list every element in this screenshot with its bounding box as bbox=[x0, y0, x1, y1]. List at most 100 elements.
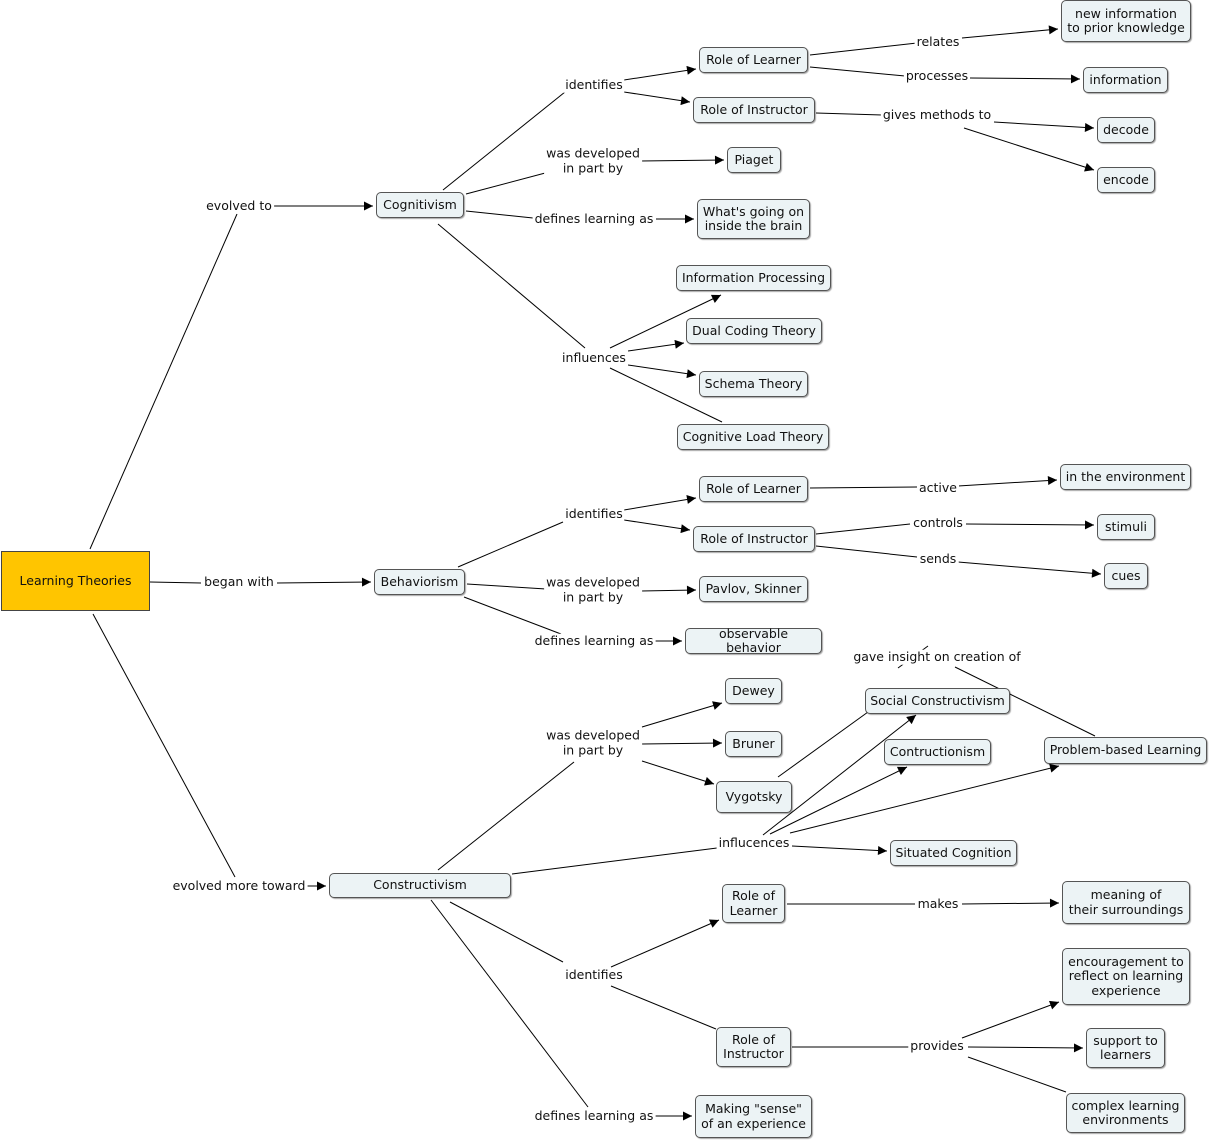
connector-arrow bbox=[969, 74, 1081, 84]
connector-arrow bbox=[627, 339, 685, 352]
node-problem-based-learning[interactable]: Problem-based Learning bbox=[1044, 737, 1207, 764]
connector-line bbox=[777, 711, 869, 778]
connector-arrow bbox=[623, 65, 697, 81]
link-provides: provides bbox=[908, 1037, 966, 1054]
connector-line bbox=[449, 901, 564, 963]
connector-line bbox=[463, 596, 562, 635]
node-pavlov-skinner[interactable]: Pavlov, Skinner bbox=[699, 576, 808, 602]
node-complex-learning-environments[interactable]: complex learning environments bbox=[1066, 1093, 1185, 1133]
node-vygotsky[interactable]: Vygotsky bbox=[716, 781, 792, 813]
node-cog-role-of-instructor[interactable]: Role of Instructor bbox=[693, 97, 815, 123]
node-making-sense[interactable]: Making "sense" of an experience bbox=[695, 1095, 812, 1138]
node-new-information[interactable]: new information to prior knowledge bbox=[1061, 0, 1191, 42]
link-cog-developed: was developed in part by bbox=[544, 145, 642, 176]
node-contructionism[interactable]: Contructionism bbox=[884, 739, 991, 765]
link-active: active bbox=[917, 479, 959, 496]
node-information[interactable]: information bbox=[1083, 67, 1168, 93]
connector-arrow bbox=[791, 845, 888, 856]
node-cognitive-load-theory[interactable]: Cognitive Load Theory bbox=[677, 424, 829, 450]
connector-line bbox=[954, 666, 1096, 737]
node-encouragement-to-reflect[interactable]: encouragement to reflect on learning exp… bbox=[1062, 948, 1190, 1005]
connector-arrow bbox=[961, 25, 1059, 39]
node-constructivism[interactable]: Constructivism bbox=[329, 873, 511, 898]
link-evolved-to: evolved to bbox=[204, 197, 274, 214]
connector-line bbox=[967, 1056, 1067, 1093]
connector-line bbox=[815, 545, 918, 558]
node-information-processing[interactable]: Information Processing bbox=[676, 265, 831, 291]
connector-arrow bbox=[623, 91, 691, 106]
connector-line bbox=[89, 213, 238, 550]
node-beh-role-of-instructor[interactable]: Role of Instructor bbox=[693, 526, 815, 552]
link-makes: makes bbox=[915, 895, 961, 912]
link-influcences: influcences bbox=[716, 834, 792, 851]
link-controls: controls bbox=[911, 514, 965, 531]
connector-arrow bbox=[641, 738, 723, 748]
node-dual-coding-theory[interactable]: Dual Coding Theory bbox=[686, 318, 822, 344]
connector-line bbox=[466, 583, 547, 590]
node-observable-behavior[interactable]: observable behavior bbox=[685, 626, 822, 655]
node-meaning-of-surroundings[interactable]: meaning of their surroundings bbox=[1062, 881, 1190, 924]
connector-arrow bbox=[961, 898, 1060, 908]
connector-line bbox=[92, 613, 236, 878]
connector-line bbox=[511, 847, 718, 875]
node-con-role-of-instructor[interactable]: Role of Instructor bbox=[716, 1027, 791, 1067]
link-relates: relates bbox=[914, 33, 962, 50]
node-con-role-of-learner[interactable]: Role of Learner bbox=[722, 884, 785, 923]
link-gave-insight: gave insight on creation of bbox=[851, 648, 1023, 665]
link-con-identifies: identifies bbox=[563, 966, 625, 983]
connector-line bbox=[437, 761, 575, 871]
node-stimuli[interactable]: stimuli bbox=[1097, 514, 1155, 540]
node-learning-theories[interactable]: Learning Theories bbox=[1, 551, 150, 611]
connector-arrow bbox=[623, 495, 697, 511]
node-decode[interactable]: decode bbox=[1097, 117, 1155, 143]
connector-line bbox=[809, 42, 918, 56]
node-beh-role-of-learner[interactable]: Role of Learner bbox=[699, 476, 808, 502]
connector-arrow bbox=[769, 766, 908, 835]
node-schema-theory[interactable]: Schema Theory bbox=[699, 371, 808, 397]
connector-arrow bbox=[762, 714, 917, 836]
connector-line bbox=[430, 899, 589, 1108]
link-cog-identifies: identifies bbox=[563, 76, 625, 93]
connector-arrow bbox=[957, 476, 1058, 487]
node-dewey[interactable]: Dewey bbox=[725, 678, 782, 704]
link-cog-defines: defines learning as bbox=[532, 210, 656, 227]
connector-arrow bbox=[961, 1000, 1060, 1039]
connector-line bbox=[465, 210, 534, 219]
node-in-the-environment[interactable]: in the environment bbox=[1060, 464, 1191, 490]
node-social-constructivism[interactable]: Social Constructivism bbox=[865, 688, 1010, 714]
connector-line bbox=[465, 171, 550, 195]
link-sends: sends bbox=[917, 550, 959, 567]
node-encode[interactable]: encode bbox=[1097, 167, 1155, 193]
node-cognitivism[interactable]: Cognitivism bbox=[376, 192, 464, 218]
connector-line bbox=[609, 367, 723, 423]
connector-arrow bbox=[627, 364, 697, 379]
connector-arrow bbox=[963, 127, 1095, 172]
connector-arrow bbox=[957, 561, 1102, 578]
connector-arrow bbox=[610, 919, 720, 968]
connector-arrow bbox=[639, 155, 725, 165]
node-piaget[interactable]: Piaget bbox=[727, 147, 781, 173]
connector-line bbox=[809, 66, 906, 77]
node-inside-the-brain[interactable]: What's going on inside the brain bbox=[697, 199, 810, 239]
connector-arrow bbox=[276, 577, 372, 587]
link-gives-methods-to: gives methods to bbox=[880, 106, 994, 123]
connector-arrow bbox=[640, 585, 697, 595]
connector-line bbox=[457, 521, 564, 568]
node-situated-cognition[interactable]: Situated Cognition bbox=[890, 840, 1017, 866]
connector-arrow bbox=[641, 760, 715, 786]
node-cog-role-of-learner[interactable]: Role of Learner bbox=[699, 47, 808, 73]
link-cog-influences: influences bbox=[560, 349, 628, 366]
link-processes: processes bbox=[903, 67, 971, 84]
connector-line bbox=[809, 486, 918, 489]
node-behaviorism[interactable]: Behaviorism bbox=[374, 569, 465, 595]
node-cues[interactable]: cues bbox=[1104, 563, 1148, 589]
connector-line bbox=[815, 112, 883, 116]
link-beh-defines: defines learning as bbox=[532, 632, 656, 649]
connector-arrow bbox=[623, 519, 691, 534]
node-support-to-learners[interactable]: support to learners bbox=[1086, 1028, 1165, 1068]
connector-line bbox=[442, 91, 566, 191]
connector-arrow bbox=[789, 763, 1060, 834]
node-bruner[interactable]: Bruner bbox=[725, 731, 782, 757]
